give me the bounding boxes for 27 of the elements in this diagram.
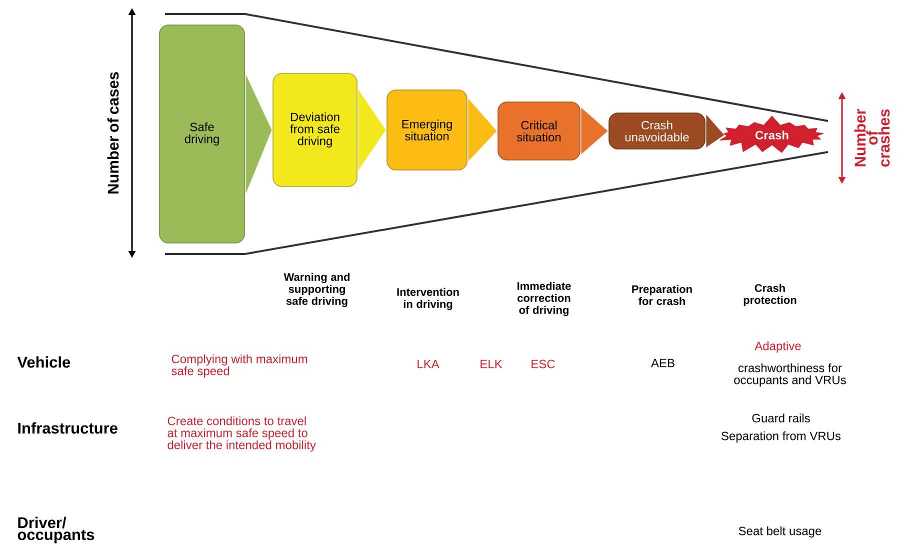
row-heading: Infrastructure xyxy=(18,422,118,434)
cell-text: ELK xyxy=(480,360,502,368)
chevron-arrow xyxy=(468,98,497,162)
row-heading: Driver/ occupants xyxy=(18,516,94,544)
cell-text: Guard rails xyxy=(752,414,810,422)
chevron-arrow xyxy=(706,114,724,148)
chevron-arrow xyxy=(246,74,272,194)
row-heading: Vehicle xyxy=(17,356,70,368)
column-heading: Warning and supporting safe driving xyxy=(284,272,350,308)
column-heading: Crash protection xyxy=(744,284,796,306)
chevron-arrow xyxy=(581,108,608,154)
crash-starburst: Crash xyxy=(720,116,824,153)
cell-text: crashworthiness for occupants and VRUs xyxy=(734,363,846,387)
axis-label: Number of cases xyxy=(107,72,119,194)
column-heading: Immediate correction of driving xyxy=(518,282,571,316)
cell-text: ESC xyxy=(532,360,555,368)
cell-text: Separation from VRUs xyxy=(722,431,841,443)
column-heading: Intervention in driving xyxy=(397,288,459,310)
column-heading: Preparation for crash xyxy=(632,284,692,306)
cell-text: Adaptive xyxy=(754,341,801,353)
axis-label: Number of crashes xyxy=(854,108,890,167)
cell-text: Complying with maximum safe speed xyxy=(172,354,308,378)
cell-text: LKA xyxy=(418,360,440,368)
cell-text: AEB xyxy=(651,358,674,368)
cell-text: Seat belt usage xyxy=(738,526,822,538)
cell-text: Create conditions to travel at maximum safe speed to deliver the intended mobility xyxy=(168,416,316,452)
chevron-arrow xyxy=(358,90,386,170)
